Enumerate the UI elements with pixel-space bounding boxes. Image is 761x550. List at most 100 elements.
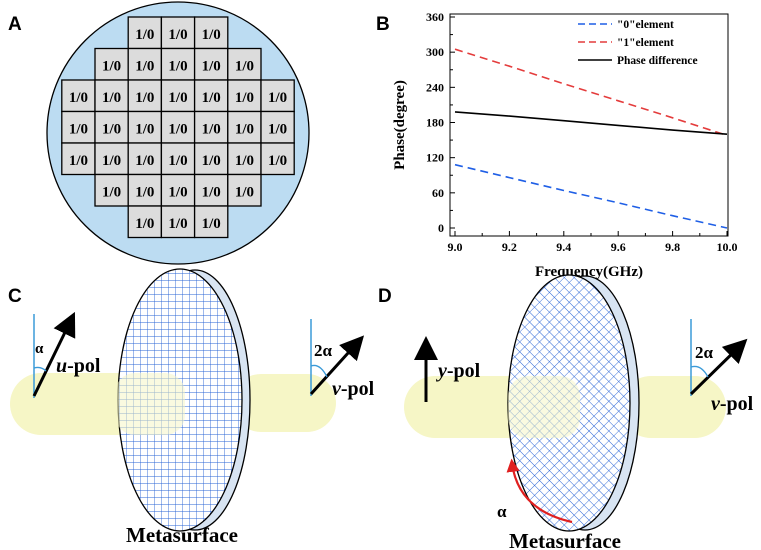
beam-transmitted	[620, 376, 726, 438]
rotation-alpha-label: α	[497, 502, 507, 521]
y-tick-label: 120	[426, 151, 444, 165]
series-line-1	[454, 48, 728, 137]
v-pol-label: v-pol	[332, 378, 375, 400]
coding-cell	[193, 142, 229, 176]
coding-cell-label: 1/0	[202, 121, 221, 137]
x-tick-label: 9.2	[502, 240, 517, 254]
coding-cell-label: 1/0	[69, 153, 88, 169]
coding-cell-label: 1/0	[202, 184, 221, 200]
coding-cell	[193, 16, 229, 50]
panel-c-transmission-scheme: α u-pol 2α v-pol Metasurface	[10, 268, 375, 547]
v-pol-label: v-pol	[711, 393, 754, 415]
u-pol-arrow	[32, 311, 76, 397]
v-pol-suffix: -pol	[720, 393, 754, 415]
panel-a-metasurface: 1/0 1/0 1/0 1/0 1/0 1/0 1/0 1/0 1/0 1/0 1/0 1/0 1/0 1…	[46, 1, 310, 265]
coding-cell	[193, 205, 229, 239]
coding-cell-label: 1/0	[135, 90, 154, 106]
coding-cell	[260, 142, 295, 176]
y-tick-label: 0	[438, 221, 444, 235]
coding-cell-label: 1/0	[135, 216, 154, 232]
beam-through-overlay	[115, 373, 185, 435]
coding-cell-label: 1/0	[168, 216, 187, 232]
legend-label-1: "1"element	[617, 37, 674, 49]
beam-transmitted	[232, 374, 336, 432]
alpha-label: α	[35, 341, 44, 357]
x-tick-label: 9.6	[611, 240, 626, 254]
y-axis-title: Phase(degree)	[392, 80, 408, 170]
two-alpha-arc	[310, 364, 328, 378]
coding-cell-label: 1/0	[168, 90, 187, 106]
coding-cell-label: 1/0	[135, 58, 154, 74]
v-pol-var: v	[711, 393, 721, 415]
coding-cell-label: 1/0	[168, 153, 187, 169]
u-pol-var: u	[56, 355, 67, 377]
chart-series	[454, 48, 728, 229]
coding-cell-label: 1/0	[168, 58, 187, 74]
coding-cell	[160, 79, 196, 113]
y-tick-label: 360	[426, 10, 444, 24]
coding-cell	[127, 205, 163, 239]
v-pol-suffix: -pol	[341, 378, 375, 400]
coding-cell	[260, 110, 295, 144]
x-tick-label: 9.8	[665, 240, 680, 254]
coding-cell-label: 1/0	[168, 121, 187, 137]
two-alpha-arc	[690, 365, 709, 378]
y-pol-label: y-pol	[436, 360, 481, 382]
panel-label-a: A	[8, 14, 22, 35]
coding-cell-label: 1/0	[235, 184, 254, 200]
coding-cell-label: 1/0	[135, 153, 154, 169]
coding-cell-label: 1/0	[135, 121, 154, 137]
coding-cell	[227, 47, 262, 81]
coding-cell-label: 1/0	[268, 153, 287, 169]
coding-cell	[61, 110, 96, 144]
coding-cell-label: 1/0	[202, 27, 221, 43]
coding-cell-label: 1/0	[168, 184, 187, 200]
coding-cell-label: 1/0	[102, 153, 121, 169]
series-line-0	[454, 163, 728, 229]
coding-cell-label: 1/0	[135, 27, 154, 43]
y-tick-label: 240	[426, 80, 444, 94]
metasurface-caption: Metasurface	[509, 529, 621, 550]
coding-cell	[160, 205, 196, 239]
two-alpha-label: 2α	[314, 341, 333, 360]
two-alpha-label: 2α	[695, 343, 714, 362]
coding-cell-label: 1/0	[202, 90, 221, 106]
coding-cell-label: 1/0	[268, 90, 287, 106]
metasurface-caption: Metasurface	[126, 523, 238, 547]
coding-cell-label: 1/0	[102, 58, 121, 74]
legend-label-0: "0"element	[617, 19, 674, 31]
v-pol-var: v	[332, 378, 342, 400]
coding-cell	[61, 79, 96, 113]
legend-label-2: Phase difference	[617, 55, 698, 67]
coding-cell-label: 1/0	[202, 216, 221, 232]
coding-cell-label: 1/0	[235, 121, 254, 137]
coding-cell-label: 1/0	[102, 90, 121, 106]
y-pol-suffix: -pol	[447, 360, 481, 382]
coding-cell	[227, 142, 262, 176]
coding-cell-label: 1/0	[102, 121, 121, 137]
coding-cell-label: 1/0	[102, 184, 121, 200]
panel-d-transmission-scheme: y-pol 2α v-pol α Metasurface	[404, 274, 754, 550]
panel-label-b: B	[376, 14, 390, 35]
beam-through-overlay	[508, 376, 580, 438]
coding-cell	[193, 79, 229, 113]
coding-cell-label: 1/0	[235, 58, 254, 74]
rotation-arrow	[506, 458, 573, 524]
y-tick-label: 60	[432, 186, 444, 200]
coding-cell-label: 1/0	[268, 121, 287, 137]
y-tick-label: 300	[426, 45, 444, 59]
u-pol-label: u-pol	[56, 355, 101, 377]
coding-cell	[193, 47, 229, 81]
series-line-2	[454, 111, 728, 135]
coding-cell	[160, 173, 196, 207]
panel-label-c: C	[8, 286, 22, 307]
panel-label-d: D	[378, 286, 392, 307]
coding-cell-label: 1/0	[235, 153, 254, 169]
y-tick-label: 180	[426, 116, 444, 130]
legend: "0"element "1"element Phase difference	[578, 19, 698, 67]
coding-cell-label: 1/0	[235, 90, 254, 106]
coding-cell	[227, 173, 262, 207]
